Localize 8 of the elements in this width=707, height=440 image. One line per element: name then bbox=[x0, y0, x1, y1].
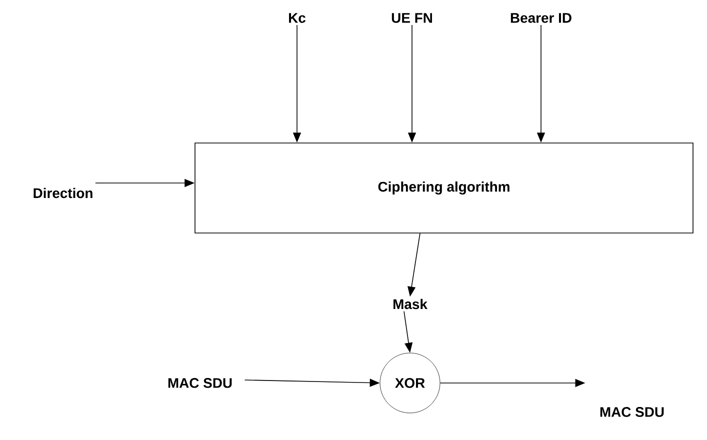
input-label: Mask bbox=[394, 298, 428, 310]
input-label: Bearer ID bbox=[510, 13, 572, 23]
input-label: Kc bbox=[289, 13, 306, 23]
input-label: MAC SDU bbox=[168, 378, 232, 388]
input-label: MAC SDU bbox=[600, 407, 664, 417]
process-box: Ciphering algorithm bbox=[194, 142, 694, 234]
input-label: Direction bbox=[34, 188, 92, 198]
input-label: UE FN bbox=[392, 13, 432, 23]
